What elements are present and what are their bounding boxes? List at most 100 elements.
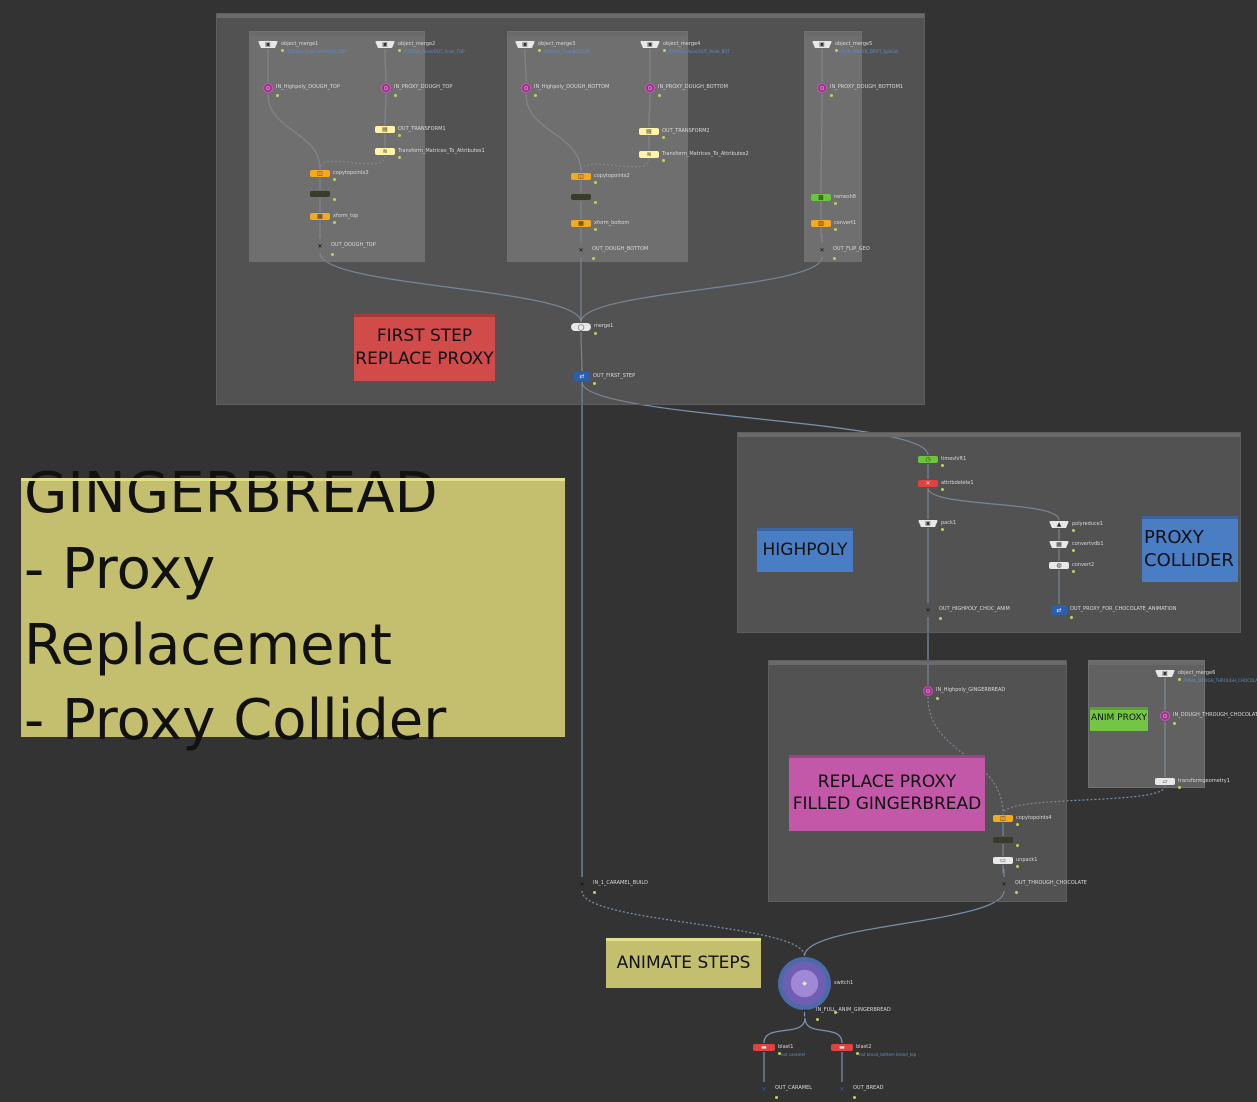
node-body-icon[interactable]: ⊙ (263, 83, 273, 93)
node-body-icon[interactable]: ⊙ (645, 83, 655, 93)
node-label: timeshift1 (941, 455, 967, 462)
node-parameter: not bread_bottom bread_top (859, 1051, 917, 1057)
node-body-icon[interactable]: ▦ (310, 213, 330, 220)
sticky-first-step-line1: FIRST STEP (376, 326, 473, 347)
node-body-icon[interactable]: ▣ (375, 41, 395, 48)
sticky-first-step[interactable]: FIRST STEP REPLACE PROXY (354, 314, 495, 381)
node-body-icon[interactable]: ▭ (993, 857, 1013, 864)
node-body-icon[interactable]: ✕ (814, 244, 830, 256)
node-flag-indicator (834, 1011, 837, 1014)
node-label: convert2 (1072, 561, 1095, 568)
node-body-icon[interactable]: ◯ (571, 323, 591, 331)
node-body-icon[interactable]: ◷ (918, 456, 938, 463)
node-parameter: ../FLIP_GINGER_DRIFT_SphColl (838, 48, 899, 54)
wire-merge-to-out-first (580, 331, 583, 372)
node-body-icon[interactable]: ✕ (834, 1083, 850, 1095)
node-body-icon[interactable]: ▣ (918, 520, 938, 527)
node-body-icon[interactable]: ⇄ (1051, 605, 1067, 615)
node-body-icon[interactable]: ✕ (918, 480, 938, 487)
node-flag-indicator (1178, 678, 1181, 681)
node-body-icon[interactable] (571, 194, 591, 200)
node-body-icon[interactable]: ⇄ (574, 372, 590, 381)
node-body-icon[interactable]: ✕ (996, 878, 1012, 890)
node-body-icon[interactable] (993, 837, 1013, 843)
node-flag-indicator (1072, 529, 1075, 532)
node-label: copytopoints2 (594, 172, 630, 179)
node-body-icon[interactable]: ◍ (1049, 562, 1069, 569)
sticky-gingerbread[interactable]: GINGERBREAD - Proxy Replacement - Proxy … (21, 461, 565, 753)
node-flag-indicator (775, 1096, 778, 1099)
wire-out-first-to-timeshift (581, 381, 929, 456)
node-body-icon[interactable]: ✕ (312, 240, 328, 252)
node-flag-indicator (594, 228, 597, 231)
node-body-icon[interactable]: ≋ (639, 151, 659, 158)
node-label: IN_Highpoly_DOUGH_TOP (276, 84, 340, 90)
node-type-icon: ✕ (317, 242, 323, 250)
node-label: transformgeometry1 (1178, 777, 1230, 784)
node-body-icon[interactable]: ◫ (571, 173, 591, 180)
node-body-icon[interactable]: ▣ (812, 41, 832, 48)
node-body-icon[interactable]: ✕ (573, 244, 589, 256)
node-parameter: ../DOUGH_Anim/OUT_Anim_BOT (666, 48, 730, 54)
node-body-icon[interactable]: ▤ (639, 128, 659, 135)
sticky-anim-proxy-text: ANIM PROXY (1090, 713, 1148, 724)
sticky-animate-steps[interactable]: ANIMATE STEPS (606, 938, 761, 988)
node-body-icon[interactable]: ⊙ (1160, 711, 1170, 721)
sticky-gingerbread-line2: - Proxy Replacement (24, 536, 392, 678)
node-body-icon[interactable]: ▲ (1049, 521, 1069, 528)
node-label: xform_top (333, 212, 359, 219)
node-label: convertvdb1 (1072, 540, 1104, 547)
node-body-icon[interactable]: ▱ (1155, 778, 1175, 785)
network-box-dough-top[interactable] (249, 31, 425, 262)
node-body-icon[interactable]: ▩ (811, 194, 831, 201)
node-body-icon[interactable]: ⊙ (381, 83, 391, 93)
node-type-icon: ▣ (925, 520, 931, 527)
node-flag-indicator (833, 257, 836, 260)
node-body-icon[interactable]: ◫ (310, 170, 330, 177)
network-box-flip[interactable] (804, 31, 862, 262)
node-label: OUT_HIGHPOLY_CHOC_ANIM (939, 606, 1010, 612)
node-body-icon[interactable]: ≋ (375, 148, 395, 155)
node-body-icon[interactable]: ▦ (1049, 541, 1069, 548)
node-body-icon[interactable]: ⊙ (817, 83, 827, 93)
node-body-icon[interactable]: ▣ (258, 41, 278, 48)
sticky-highpoly[interactable]: HIGHPOLY (757, 528, 853, 572)
node-label: copytopoints4 (1016, 814, 1052, 821)
node-body-icon[interactable] (310, 191, 330, 197)
node-flag-indicator (1173, 722, 1176, 725)
node-type-icon: ▤ (382, 126, 388, 133)
network-box-dough-bottom[interactable] (507, 31, 688, 262)
node-body-icon[interactable]: ✕ (920, 604, 936, 616)
node-flag-indicator (276, 94, 279, 97)
node-type-icon: ▥ (818, 220, 824, 227)
node-type-icon: ⊙ (647, 84, 653, 92)
node-body-icon[interactable]: ✕ (756, 1083, 772, 1095)
node-flag-indicator (1015, 891, 1018, 894)
node-flag-indicator (394, 94, 397, 97)
node-body-icon[interactable]: ▣ (640, 41, 660, 48)
node-body-icon[interactable]: ▦ (571, 220, 591, 227)
node-body-icon[interactable]: ◫ (993, 815, 1013, 822)
node-label: IN_1_CARAMEL_BUILD (593, 880, 648, 886)
node-body-icon[interactable]: ▣ (1155, 670, 1175, 677)
node-body-icon[interactable]: ▥ (811, 220, 831, 227)
node-body-icon[interactable]: ▬ (831, 1044, 853, 1051)
node-type-icon: ▦ (317, 213, 323, 220)
sticky-proxy-collider[interactable]: PROXY COLLIDER (1142, 516, 1238, 582)
node-type-icon: ▣ (382, 41, 388, 48)
node-body-icon[interactable]: ✕ (797, 1005, 813, 1017)
node-body-icon[interactable]: ⊙ (521, 83, 531, 93)
node-flag-indicator (594, 201, 597, 204)
node-body-icon[interactable]: ⊙ (923, 686, 933, 696)
node-body-icon[interactable]: ▬ (753, 1044, 775, 1051)
sticky-anim-proxy[interactable]: ANIM PROXY (1090, 707, 1148, 731)
node-label: attribdelete1 (941, 479, 974, 486)
sticky-replace-proxy[interactable]: REPLACE PROXY FILLED GINGERBREAD (789, 755, 985, 831)
node-body-icon[interactable]: ▣ (515, 41, 535, 48)
node-body-icon[interactable]: ✕ (574, 878, 590, 890)
node-body-icon[interactable]: ◆ (778, 957, 831, 1010)
node-label: OUT_FIRST_STEP (593, 372, 636, 379)
node-body-icon[interactable]: ▤ (375, 126, 395, 133)
node-type-icon: ▱ (1162, 778, 1168, 785)
node-flag-indicator (662, 159, 665, 162)
